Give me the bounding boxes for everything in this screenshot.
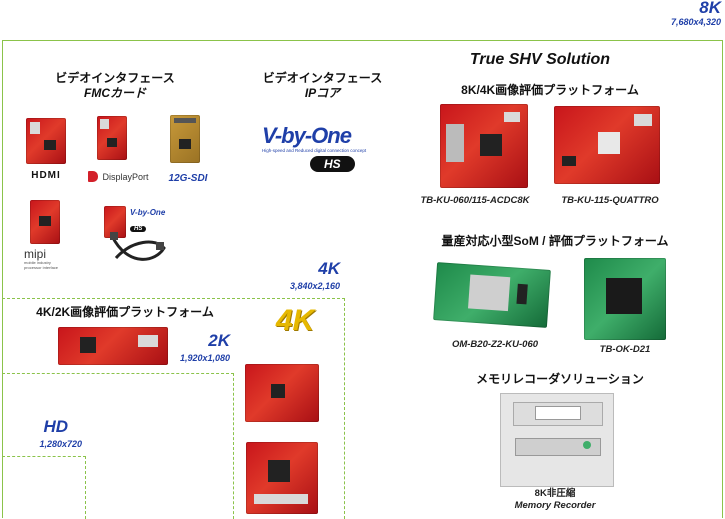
tier-hd-res: 1,280x720: [39, 439, 82, 449]
ip-heading-line2: IPコア: [304, 86, 341, 100]
d21-caption: TB-OK-D21: [599, 344, 651, 355]
fmc-heading: ビデオインタフェース FMCカード: [30, 71, 200, 101]
fmc-board-displayport: [97, 116, 127, 160]
vbyone-small-hs: HS: [130, 226, 147, 232]
board-4k-a: [245, 364, 319, 422]
vbyone-small-logo: V-by-One HS: [130, 208, 170, 235]
mipi-sub: mobile industry processor interface: [24, 260, 59, 270]
mipi-logo: mipi mobile industry processor interface: [24, 248, 68, 270]
fmc-board-sdi: [170, 115, 200, 163]
tier-8k-res: 7,680x4,320: [670, 17, 721, 27]
recorder-caption-line2: Memory Recorder: [514, 500, 596, 511]
fmc-heading-line1: ビデオインタフェース: [55, 71, 175, 85]
eval84-heading: 8K/4K画像評価プラットフォーム: [461, 83, 639, 97]
frame-2k: [2, 373, 234, 519]
recorder-caption-line1: 8K非圧縮: [534, 488, 576, 499]
cable-image: [110, 232, 166, 261]
som-caption: OM-B20-Z2-KU-060: [451, 339, 539, 350]
frame-4k: [2, 298, 345, 519]
recorder-image: [500, 393, 614, 487]
board-d21: [584, 258, 666, 340]
memrec-heading: メモリレコーダソリューション: [476, 372, 644, 386]
shv-heading: True SHV Solution: [469, 51, 611, 68]
fmc-heading-line2: FMCカード: [84, 86, 146, 100]
displayport-icon: [88, 171, 98, 183]
tier-hd-label: HD: [43, 417, 68, 436]
frame-hd: [2, 456, 86, 519]
frame-8k: [2, 40, 723, 518]
vbyone-label: V-by-One: [262, 123, 352, 148]
acdc8k-caption: TB-KU-060/115-ACDC8K: [420, 195, 530, 206]
board-4k2k-main: [58, 327, 168, 365]
sdi-label: 12G-SDI: [168, 173, 208, 184]
badge-4k: 4K: [275, 304, 315, 337]
board-4k-b: [246, 442, 318, 514]
ip-heading-line1: ビデオインタフェース: [262, 71, 383, 85]
vbyone-logo: V-by-One High-speed and Reduced digital …: [262, 124, 380, 182]
displayport-label: DisplayPort: [102, 171, 149, 182]
displayport-logo: DisplayPort: [88, 168, 158, 183]
eval42-heading: 4K/2K画像評価プラットフォーム: [36, 305, 214, 319]
vbyone-small-label: V-by-One: [130, 208, 166, 217]
tier-4k-res: 3,840x2,160: [289, 281, 340, 291]
recorder-caption: 8K非圧縮 Memory Recorder: [480, 488, 630, 512]
fmc-board-hdmi: [26, 118, 66, 164]
ip-heading: ビデオインタフェース IPコア: [240, 71, 405, 101]
board-acdc8k: [440, 104, 528, 188]
quattro-caption: TB-KU-115-QUATTRO: [561, 195, 659, 206]
som-heading: 量産対応小型SoM / 評価プラットフォーム: [441, 234, 669, 248]
tier-4k-label: 4K: [318, 259, 340, 278]
vbyone-tagline: High-speed and Reduced digital connectio…: [262, 148, 367, 153]
fmc-board-mipi: [30, 200, 60, 244]
board-som: [433, 262, 551, 328]
tier-2k-label: 2K: [208, 331, 230, 350]
fmc-board-vbyone: [104, 206, 126, 238]
vbyone-hs-badge: HS: [310, 156, 355, 172]
board-quattro: [554, 106, 660, 184]
mipi-label: mipi: [24, 247, 47, 261]
hdmi-logo: HDMI: [31, 170, 61, 181]
tier-2k-res: 1,920x1,080: [179, 353, 230, 363]
tier-8k-label: 8K: [699, 0, 721, 17]
